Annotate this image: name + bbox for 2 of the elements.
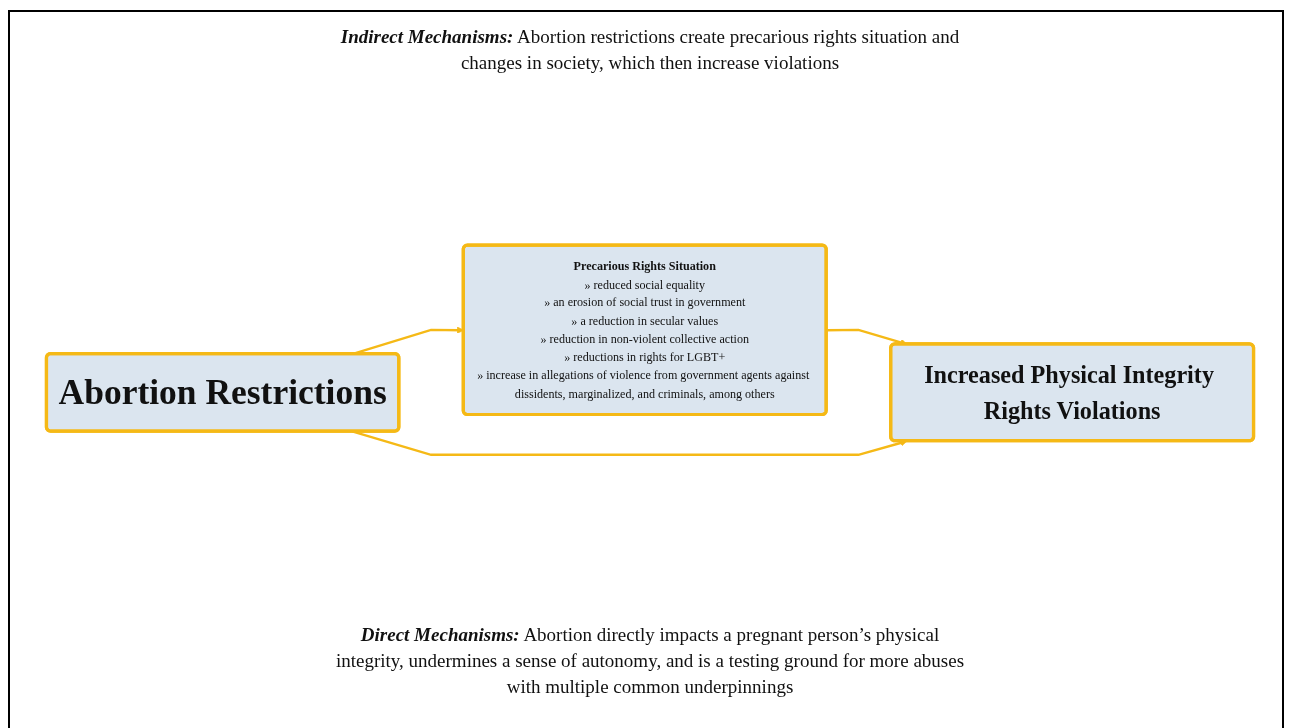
note-text: Indirect Mechanisms: Abortion restrictions create precarious rights situation and changes in society, which then increase violations	[339, 25, 961, 75]
note-text: Direct Mechanisms: Abortion directly impacts a pregnant person’s physical integrity, undermines a sense of autonomy, and is a testing ground for more abuses with multiple common underpinnings	[334, 623, 966, 699]
